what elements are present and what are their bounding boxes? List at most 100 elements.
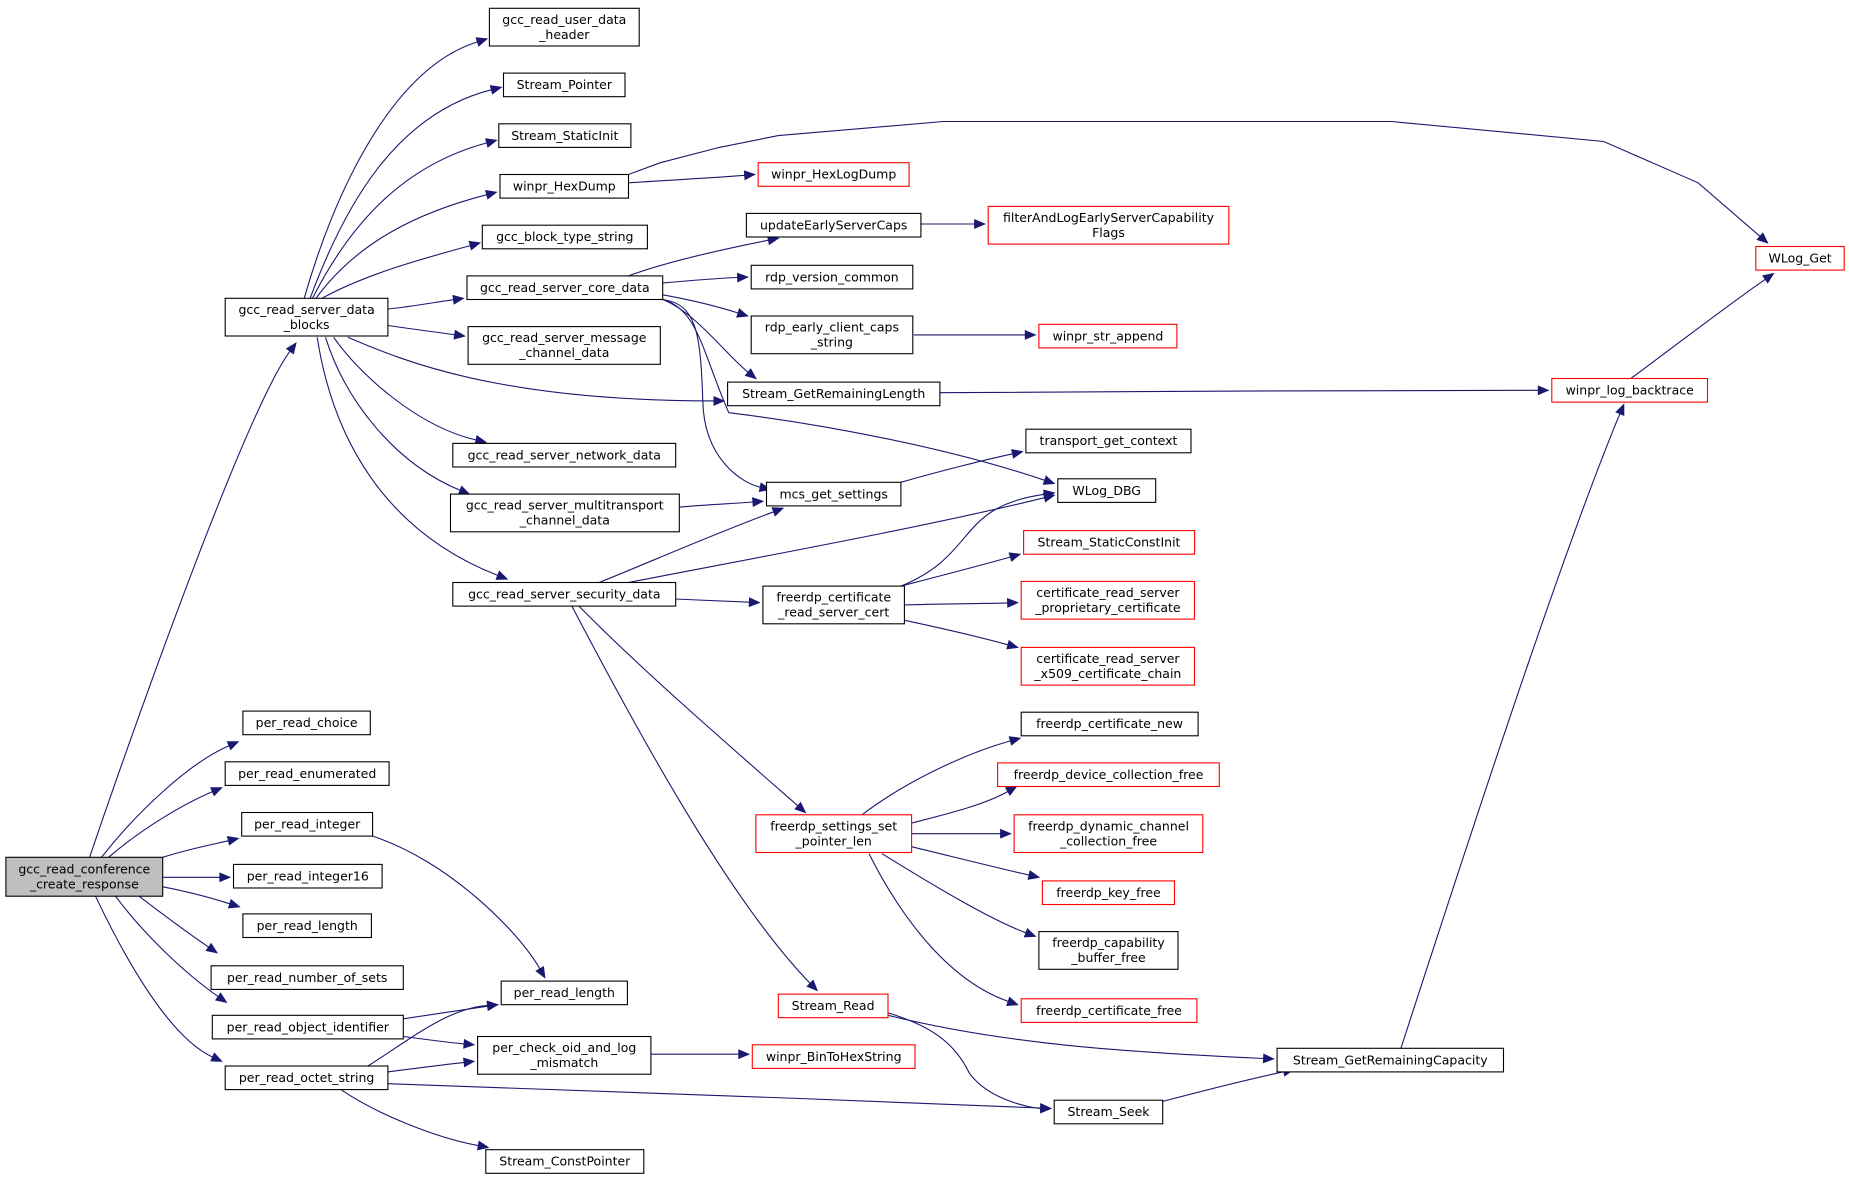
- node-numsets[interactable]: per_read_number_of_sets: [210, 965, 404, 990]
- node-label: _blocks: [283, 317, 330, 332]
- node-coredata[interactable]: gcc_read_server_core_data: [466, 275, 664, 301]
- node-staticinit[interactable]: Stream_StaticInit: [498, 123, 632, 148]
- node-certnew[interactable]: freerdp_certificate_new: [1020, 711, 1199, 737]
- edge-coredata-to-earlycaps: [662, 294, 749, 318]
- node-label: _channel_data: [518, 345, 609, 360]
- node-box: [757, 162, 910, 187]
- node-sseek[interactable]: Stream_Seek: [1053, 1099, 1164, 1125]
- node-hexdump[interactable]: winpr_HexDump: [499, 173, 630, 199]
- edge-sseek-to-remcap: [1162, 1066, 1295, 1102]
- node-staticconst[interactable]: Stream_StaticConstInit: [1023, 530, 1196, 555]
- node-box: [1053, 1099, 1164, 1125]
- node-wlogdbg[interactable]: WLog_DBG: [1057, 478, 1157, 503]
- node-box: [224, 1065, 389, 1091]
- node-label: Stream_ConstPointer: [499, 1154, 631, 1169]
- edge-checkoid-to-bintohex: [650, 1049, 751, 1060]
- node-constptr[interactable]: Stream_ConstPointer: [485, 1149, 645, 1174]
- node-label: gcc_read_user_data: [502, 12, 626, 27]
- node-wlogget[interactable]: WLog_Get: [1755, 245, 1845, 271]
- node-bintohex[interactable]: winpr_BinToHexString: [751, 1044, 916, 1069]
- node-label: _proprietary_certificate: [1034, 600, 1181, 615]
- node-label: per_read_length: [257, 918, 358, 933]
- edge-srvblocks-to-streamptr: [309, 85, 503, 299]
- node-box: [242, 710, 371, 736]
- node-label: updateEarlyServerCaps: [760, 217, 907, 232]
- node-label: gcc_read_server_multitransport: [466, 498, 664, 513]
- node-msgchan[interactable]: gcc_read_server_message_channel_data: [467, 326, 661, 365]
- node-objid[interactable]: per_read_object_identifier: [211, 1014, 404, 1040]
- node-checkoid[interactable]: per_check_oid_and_log_mismatch: [477, 1035, 652, 1075]
- edges-layer: [89, 37, 1775, 1151]
- edge-root-to-integer: [162, 835, 240, 858]
- node-label: winpr_HexDump: [513, 179, 616, 194]
- node-userhdr[interactable]: gcc_read_user_data_header: [488, 7, 640, 47]
- node-secdata[interactable]: gcc_read_server_security_data: [452, 581, 677, 607]
- node-srvblocks[interactable]: gcc_read_server_data_blocks: [224, 297, 389, 337]
- node-box: [1755, 245, 1845, 271]
- node-octet[interactable]: per_read_octet_string: [224, 1065, 389, 1091]
- node-logbt[interactable]: winpr_log_backtrace: [1551, 377, 1709, 403]
- edge-readcert-to-propcert: [904, 597, 1019, 608]
- edge-setptr-to-keyfree: [911, 846, 1041, 880]
- node-label: per_read_integer16: [247, 868, 369, 883]
- edge-remlen-to-logbt: [939, 385, 1550, 396]
- node-mcsset[interactable]: mcs_get_settings: [765, 481, 902, 507]
- node-multitrans[interactable]: gcc_read_server_multitransport_channel_d…: [449, 493, 680, 533]
- node-sread[interactable]: Stream_Read: [777, 993, 889, 1019]
- node-box: [232, 863, 383, 889]
- node-netdata[interactable]: gcc_read_server_network_data: [452, 442, 677, 468]
- node-label: winpr_BinToHexString: [766, 1049, 902, 1064]
- node-certfree[interactable]: freerdp_certificate_free: [1020, 998, 1198, 1023]
- node-dynfree[interactable]: freerdp_dynamic_channel_collection_free: [1013, 814, 1204, 854]
- node-label: _read_server_cert: [777, 605, 889, 620]
- node-label: freerdp_device_collection_free: [1014, 767, 1204, 782]
- node-int16[interactable]: per_read_integer16: [232, 863, 383, 889]
- node-box: [1551, 377, 1709, 403]
- edge-secdata-to-setptr: [578, 605, 807, 814]
- node-box: [502, 72, 626, 98]
- node-label: winpr_log_backtrace: [1566, 383, 1695, 398]
- node-box: [1023, 530, 1196, 555]
- node-label: gcc_read_conference: [18, 861, 150, 876]
- node-remlen[interactable]: Stream_GetRemainingLength: [727, 381, 941, 407]
- node-strappend[interactable]: winpr_str_append: [1038, 323, 1178, 349]
- node-integer[interactable]: per_read_integer: [241, 811, 374, 837]
- node-box: [241, 811, 374, 837]
- node-box: [452, 581, 677, 607]
- node-box: [500, 980, 628, 1006]
- node-box: [1038, 323, 1178, 349]
- edge-root-to-srvblocks: [89, 342, 297, 858]
- node-length1[interactable]: per_read_length: [242, 913, 372, 939]
- node-label: WLog_DBG: [1072, 483, 1141, 498]
- node-root[interactable]: gcc_read_conference_create_response: [5, 856, 164, 897]
- edge-updcaps-to-filtercaps: [921, 219, 986, 229]
- node-label: rdp_version_common: [765, 269, 899, 284]
- node-devfree[interactable]: freerdp_device_collection_free: [997, 762, 1220, 788]
- node-blocktype[interactable]: gcc_block_type_string: [481, 224, 648, 250]
- node-length2[interactable]: per_read_length: [500, 980, 628, 1006]
- node-remcap[interactable]: Stream_GetRemainingCapacity: [1276, 1047, 1505, 1073]
- node-propcert[interactable]: certificate_read_server_proprietary_cert…: [1020, 580, 1196, 620]
- node-setptr[interactable]: freerdp_settings_set_pointer_len: [755, 814, 913, 854]
- node-box: [449, 493, 680, 533]
- node-enumer[interactable]: per_read_enumerated: [224, 761, 390, 786]
- node-choice[interactable]: per_read_choice: [242, 710, 371, 736]
- node-label: per_read_octet_string: [239, 1070, 375, 1085]
- node-keyfree[interactable]: freerdp_key_free: [1041, 880, 1176, 906]
- node-rdpver[interactable]: rdp_version_common: [750, 264, 914, 290]
- node-box: [750, 264, 914, 290]
- node-label: per_read_object_identifier: [227, 1019, 390, 1034]
- node-hexlogdump[interactable]: winpr_HexLogDump: [757, 162, 910, 187]
- node-label: freerdp_capability: [1052, 935, 1165, 950]
- edge-srvblocks-to-staticinit: [312, 138, 498, 299]
- node-x509[interactable]: certificate_read_server_x509_certificate…: [1020, 646, 1196, 686]
- node-transctx[interactable]: transport_get_context: [1025, 428, 1192, 454]
- nodes-layer: gcc_read_conference_create_responsegcc_r…: [5, 7, 1845, 1174]
- node-streamptr[interactable]: Stream_Pointer: [502, 72, 626, 98]
- node-readcert[interactable]: freerdp_certificate_read_server_cert: [762, 585, 905, 625]
- node-capfree[interactable]: freerdp_capability_buffer_free: [1038, 931, 1179, 970]
- node-earlycaps[interactable]: rdp_early_client_caps_string: [750, 315, 914, 355]
- node-updcaps[interactable]: updateEarlyServerCaps: [745, 212, 922, 238]
